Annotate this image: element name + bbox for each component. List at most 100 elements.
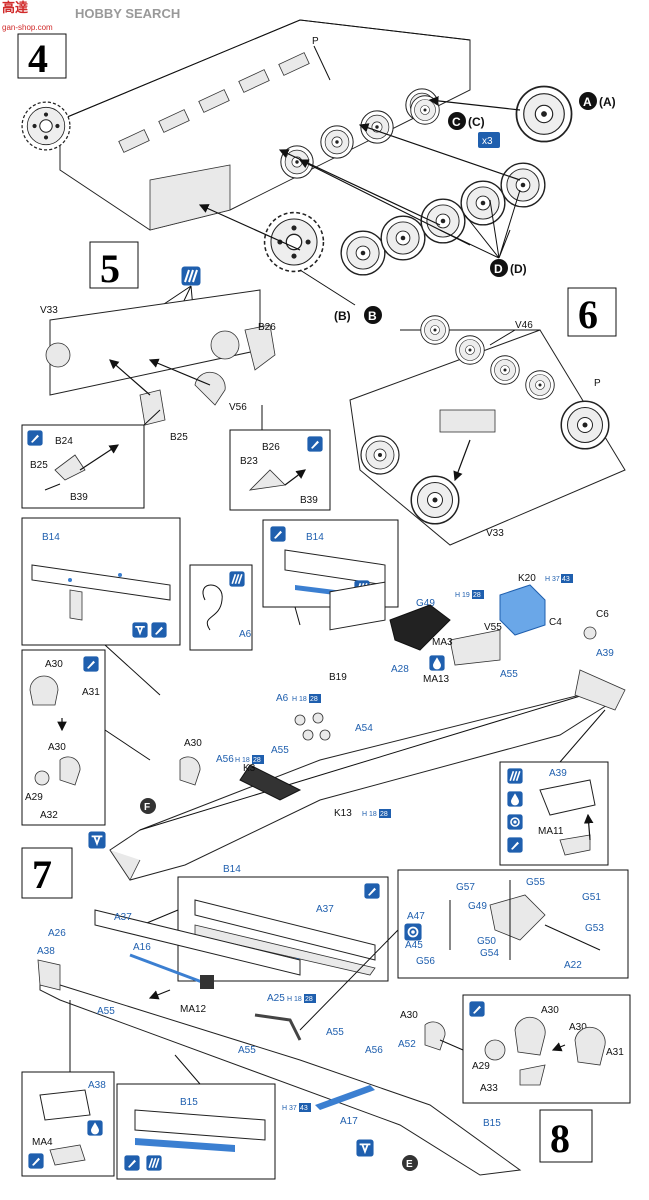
svg-text:(B): (B) bbox=[334, 309, 351, 323]
watermark: 高達 HOBBY SEARCH gan-shop.com bbox=[0, 0, 180, 32]
svg-text:MA4: MA4 bbox=[32, 1137, 53, 1148]
svg-text:18: 18 bbox=[294, 996, 302, 1003]
upper-hull-deck bbox=[109, 689, 616, 881]
svg-text:B25: B25 bbox=[30, 460, 48, 471]
svg-text:A6: A6 bbox=[276, 693, 289, 704]
svg-text:MA11: MA11 bbox=[538, 826, 564, 837]
watermark-logo: 高達 bbox=[2, 0, 28, 15]
svg-text:A55: A55 bbox=[238, 1045, 256, 1056]
svg-text:(D): (D) bbox=[510, 262, 527, 276]
svg-text:A38: A38 bbox=[37, 946, 55, 957]
svg-text:18: 18 bbox=[369, 811, 377, 818]
glue-icon bbox=[132, 622, 148, 638]
paint-ref-k20: H 37 43 bbox=[545, 574, 573, 583]
step-4: 4 P bbox=[17, 19, 616, 324]
paint-brush-icon bbox=[307, 436, 323, 452]
svg-text:28: 28 bbox=[310, 696, 318, 703]
svg-text:A30: A30 bbox=[48, 742, 66, 753]
svg-text:B25: B25 bbox=[170, 432, 188, 443]
svg-text:A17: A17 bbox=[340, 1116, 358, 1127]
svg-text:A56: A56 bbox=[216, 754, 234, 765]
svg-text:H: H bbox=[292, 696, 297, 703]
svg-text:A47: A47 bbox=[407, 911, 425, 922]
svg-text:28: 28 bbox=[473, 592, 481, 599]
svg-text:A54: A54 bbox=[355, 723, 373, 734]
svg-text:V33: V33 bbox=[486, 528, 504, 539]
svg-text:37: 37 bbox=[552, 576, 560, 583]
svg-text:G54: G54 bbox=[480, 948, 499, 959]
svg-text:(A): (A) bbox=[599, 95, 616, 109]
svg-text:V33: V33 bbox=[40, 305, 58, 316]
svg-text:A25: A25 bbox=[267, 993, 285, 1004]
glue-icon bbox=[356, 1139, 374, 1157]
paint-ref-a56: H 18 28 bbox=[235, 755, 264, 764]
drive-sprocket bbox=[263, 211, 325, 273]
svg-text:H: H bbox=[235, 757, 240, 764]
svg-text:(C): (C) bbox=[468, 115, 485, 129]
svg-text:G53: G53 bbox=[585, 923, 604, 934]
svg-text:A29: A29 bbox=[25, 792, 43, 803]
svg-text:A55: A55 bbox=[500, 669, 518, 680]
svg-text:28: 28 bbox=[253, 757, 261, 764]
svg-text:G51: G51 bbox=[582, 892, 601, 903]
svg-text:V46: V46 bbox=[515, 320, 533, 331]
svg-text:7: 7 bbox=[32, 852, 52, 897]
callout-E: E bbox=[406, 1159, 413, 1170]
svg-text:H: H bbox=[282, 1105, 287, 1112]
svg-text:C6: C6 bbox=[596, 609, 609, 620]
svg-text:B26: B26 bbox=[258, 322, 276, 333]
svg-text:43: 43 bbox=[562, 576, 570, 583]
step-5: 5 V33 B26 V56 B25 B24 B25 B39 B26 B23 B3… bbox=[21, 241, 331, 511]
paint-ref-g49: H 19 28 bbox=[455, 590, 484, 599]
svg-text:B15: B15 bbox=[180, 1097, 198, 1108]
watermark-brand: HOBBY SEARCH bbox=[75, 6, 180, 21]
svg-text:A30: A30 bbox=[184, 738, 202, 749]
svg-text:G49: G49 bbox=[416, 598, 435, 609]
svg-text:D: D bbox=[494, 262, 503, 276]
paint-ref-a17: H 37 43 bbox=[282, 1103, 311, 1112]
svg-text:B14: B14 bbox=[306, 532, 324, 543]
svg-text:43: 43 bbox=[300, 1105, 308, 1112]
step-8: A37 A32 G57 G55 G51 A47 A45 G49 G50 G53 … bbox=[21, 869, 631, 1180]
svg-text:28: 28 bbox=[305, 996, 313, 1003]
svg-text:B24: B24 bbox=[55, 436, 73, 447]
paint-ref-a6: H 18 28 bbox=[292, 694, 321, 703]
svg-text:19: 19 bbox=[462, 592, 470, 599]
svg-text:B15: B15 bbox=[483, 1118, 501, 1129]
svg-text:A39: A39 bbox=[596, 648, 614, 659]
svg-text:A6: A6 bbox=[239, 629, 252, 640]
svg-text:A31: A31 bbox=[606, 1047, 624, 1058]
step-7: B14 A6 B14 G49 H 19 28 MA3 V55 MA bbox=[21, 517, 626, 899]
glue-icon bbox=[88, 831, 106, 849]
svg-text:G50: G50 bbox=[477, 936, 496, 947]
svg-text:H: H bbox=[455, 592, 460, 599]
svg-text:K13: K13 bbox=[334, 808, 352, 819]
svg-text:A30: A30 bbox=[541, 1005, 559, 1016]
svg-text:A28: A28 bbox=[391, 664, 409, 675]
svg-text:B: B bbox=[368, 309, 377, 323]
callout-B: (B) B bbox=[299, 269, 382, 324]
svg-text:V56: V56 bbox=[229, 402, 247, 413]
svg-text:A32: A32 bbox=[40, 810, 58, 821]
svg-text:A38: A38 bbox=[88, 1080, 106, 1091]
svg-text:MA13: MA13 bbox=[423, 674, 450, 685]
svg-text:A30: A30 bbox=[400, 1010, 418, 1021]
watermark-site: gan-shop.com bbox=[2, 23, 53, 32]
svg-text:B39: B39 bbox=[300, 495, 318, 506]
paint-ref-k13: H 18 28 bbox=[362, 809, 391, 818]
svg-text:K20: K20 bbox=[518, 573, 536, 584]
svg-text:18: 18 bbox=[242, 757, 250, 764]
svg-text:H: H bbox=[362, 811, 367, 818]
svg-text:B26: B26 bbox=[262, 442, 280, 453]
callout-C: C (C) x3 bbox=[448, 112, 500, 148]
svg-text:V55: V55 bbox=[484, 622, 502, 633]
svg-text:G56: G56 bbox=[416, 956, 435, 967]
svg-text:A30: A30 bbox=[569, 1022, 587, 1033]
x3-icon bbox=[478, 132, 500, 148]
svg-text:A16: A16 bbox=[133, 942, 151, 953]
svg-text:A55: A55 bbox=[97, 1006, 115, 1017]
svg-text:A29: A29 bbox=[472, 1061, 490, 1072]
svg-text:28: 28 bbox=[380, 811, 388, 818]
svg-text:B19: B19 bbox=[329, 672, 347, 683]
callout-F: F bbox=[144, 802, 150, 813]
